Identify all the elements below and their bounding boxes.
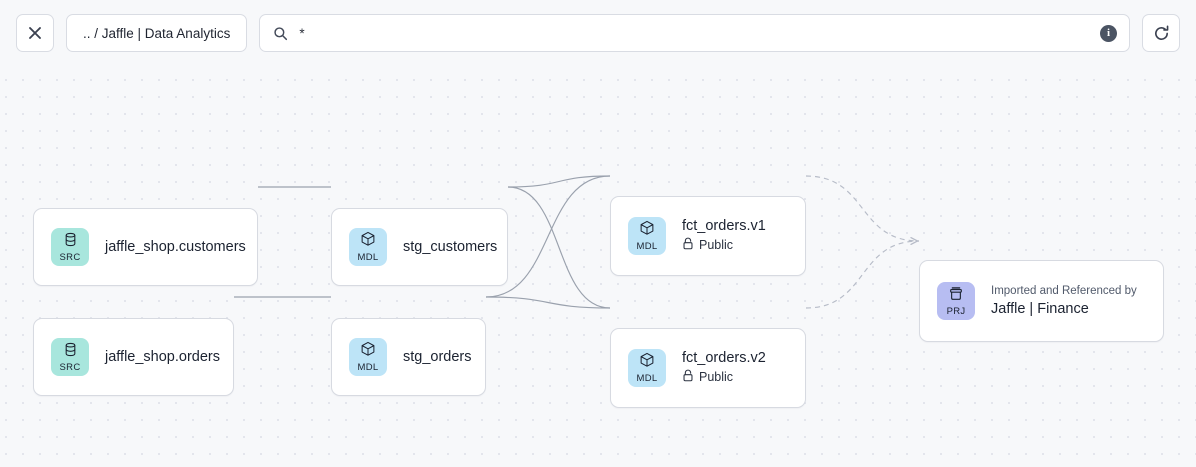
node-type-label: MDL [636,241,658,253]
node-type-label: MDL [357,252,379,264]
node-title: jaffle_shop.customers [105,238,246,255]
node-body: jaffle_shop.orders [105,349,220,366]
graph-edge-mdl-fct-orders-v2-to-prj-jaffle-finance [805,240,920,309]
cube-icon [360,341,376,362]
breadcrumb[interactable]: .. / Jaffle | Data Analytics [66,14,248,52]
node-body: stg_orders [403,349,472,366]
node-visibility-label: Public [699,237,734,252]
cube-icon [639,352,655,373]
node-type-badge-mdl: MDL [628,349,666,387]
top-toolbar: .. / Jaffle | Data Analytics * i [0,0,1196,66]
graph-node-prj-jaffle-finance[interactable]: PRJ Imported and Referenced by Jaffle | Fi… [919,260,1164,342]
node-visibility: Public [682,237,766,254]
node-type-badge-mdl: MDL [349,338,387,376]
node-title: stg_customers [403,238,498,255]
node-visibility-label: Public [699,369,734,384]
cube-icon [639,220,655,241]
cube-icon [360,231,376,252]
node-title: stg_orders [403,348,472,365]
unlock-icon [682,237,694,254]
graph-edge-arrowhead [910,237,919,245]
graph-node-mdl-stg-customers[interactable]: MDL stg_customers [331,208,508,286]
refresh-icon [1153,24,1170,42]
graph-edge-mdl-fct-orders-v1-to-prj-jaffle-finance [805,175,920,242]
node-type-label: SRC [59,251,81,263]
graph-edge-mdl-stg-customers-to-mdl-fct-orders-v2 [507,186,611,309]
node-type-label: PRJ [946,305,966,317]
node-type-label: SRC [59,361,81,373]
node-body: stg_customers [403,239,497,256]
node-type-label: MDL [357,362,379,374]
node-title: Jaffle | Finance [991,300,1089,317]
node-type-badge-mdl: MDL [349,228,387,266]
breadcrumb-label: .. / Jaffle | Data Analytics [83,25,231,41]
project-icon [948,286,964,306]
graph-node-src-customers[interactable]: SRC jaffle_shop.customers [33,208,258,286]
search-icon [273,26,288,41]
close-button[interactable] [16,14,54,52]
node-visibility: Public [682,369,766,386]
node-type-badge-src: SRC [51,228,89,266]
node-body: jaffle_shop.customers [105,239,246,256]
node-title: fct_orders.v1 [682,217,766,234]
graph-edge-mdl-stg-customers-to-mdl-fct-orders-v1 [507,175,611,188]
node-title: jaffle_shop.orders [105,348,221,365]
graph-edge-mdl-stg-orders-to-mdl-fct-orders-v2 [485,296,611,309]
graph-node-src-orders[interactable]: SRC jaffle_shop.orders [33,318,234,396]
graph-node-mdl-stg-orders[interactable]: MDL stg_orders [331,318,486,396]
refresh-button[interactable] [1142,14,1180,52]
close-icon [28,26,42,40]
node-kicker: Imported and Referenced by [991,284,1137,297]
node-title: fct_orders.v2 [682,349,766,366]
database-icon [63,342,78,362]
database-icon [63,232,78,252]
node-type-badge-src: SRC [51,338,89,376]
graph-edge-arrowhead [910,237,919,245]
node-type-badge-mdl: MDL [628,217,666,255]
node-body: Imported and Referenced by Jaffle | Finan… [991,285,1137,318]
info-icon[interactable]: i [1100,24,1117,42]
unlock-icon [682,369,694,386]
search-field[interactable]: * i [259,14,1130,52]
node-type-badge-prj: PRJ [937,282,975,320]
node-type-label: MDL [636,373,658,385]
search-input[interactable]: * [299,26,305,42]
